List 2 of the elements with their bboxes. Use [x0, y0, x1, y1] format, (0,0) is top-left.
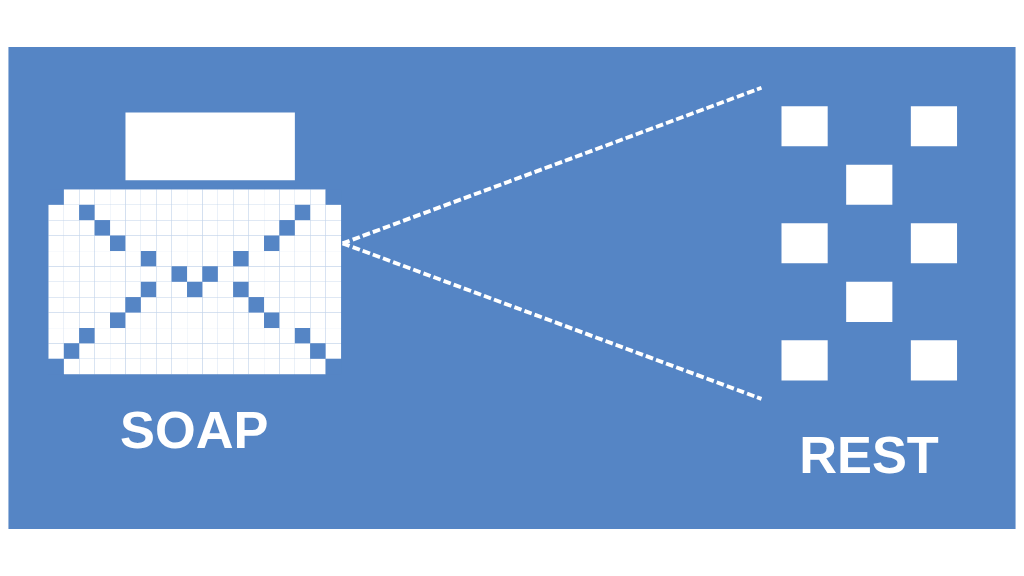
node-label: REST	[799, 426, 939, 485]
node-label: SOAP	[120, 401, 269, 460]
